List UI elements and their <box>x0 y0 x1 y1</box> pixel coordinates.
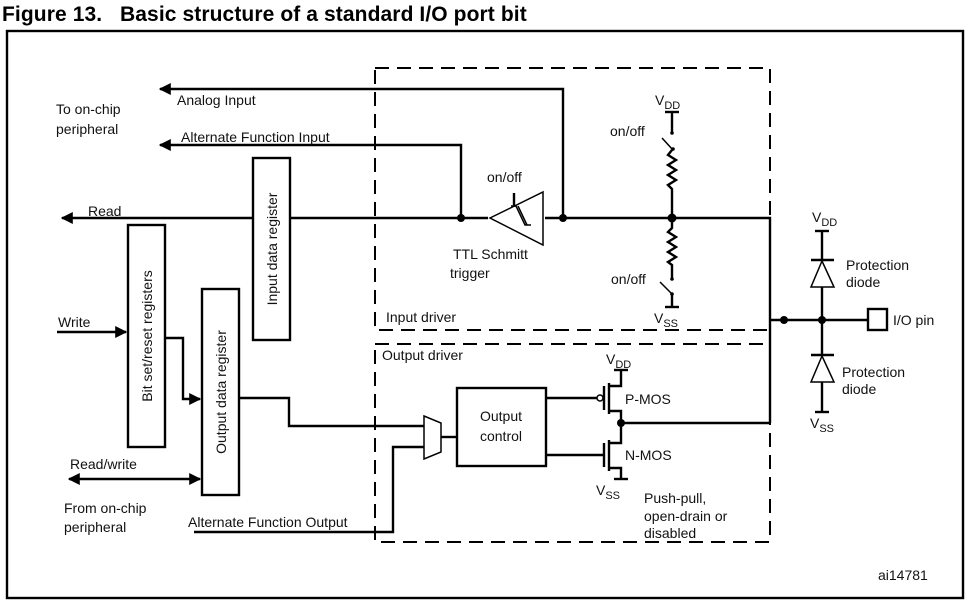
figure-number: Figure 13. <box>2 3 103 26</box>
alt-function-output-label: Alternate Function Output <box>188 514 348 530</box>
output-mode-3: disabled <box>644 525 696 541</box>
nmos-transistor <box>546 423 628 481</box>
pmos-transistor <box>546 368 628 423</box>
upper-diode-label-1: Protection <box>846 257 909 273</box>
to-peripheral-label-2: peripheral <box>56 121 118 137</box>
output-node-junction <box>617 419 625 427</box>
output-vss-label: VSS <box>596 482 620 502</box>
input-driver-box <box>374 67 771 331</box>
bit-set-reset-label: Bit set/reset registers <box>139 270 155 402</box>
io-pin <box>866 307 889 332</box>
lower-diode-label-2: diode <box>842 381 876 397</box>
pullup-switch-label: on/off <box>610 123 645 139</box>
output-data-register <box>200 287 241 497</box>
pull-up-resistor-switch <box>661 110 679 218</box>
output-mode-1: Push-pull, <box>644 490 706 506</box>
pulldown-switch-label: on/off <box>611 271 646 287</box>
input-driver-label: Input driver <box>386 309 456 325</box>
schmitt-switch-label: on/off <box>487 169 522 185</box>
diode-junction <box>818 316 826 324</box>
pmos-label-text: P-MOS <box>625 391 671 407</box>
output-mode-2: open-drain or <box>644 508 728 524</box>
analog-input-label: Analog Input <box>177 92 256 108</box>
input-vdd-label: VDD <box>655 92 680 112</box>
alt-input-junction <box>457 214 465 222</box>
output-driver-label: Output driver <box>382 347 463 363</box>
from-peripheral-label-2: peripheral <box>64 519 126 535</box>
bit-set-reset-register <box>126 223 167 449</box>
protection-vss-label: VSS <box>810 415 834 435</box>
bsr-to-odr-wire <box>165 336 202 405</box>
read-label: Read <box>88 203 121 219</box>
nmos-label: N-MOS <box>625 447 672 463</box>
schmitt-trigger <box>488 190 544 247</box>
output-control-block <box>455 386 548 468</box>
alt-function-output-wire <box>194 445 424 534</box>
alt-function-input-label: Alternate Function Input <box>181 129 330 145</box>
schmitt-label-1: TTL Schmitt <box>453 246 528 262</box>
odr-to-mux-wire <box>239 396 424 428</box>
input-bus-wire <box>545 216 772 320</box>
bus-junction <box>780 316 788 324</box>
output-control-label-1: Output <box>480 408 522 424</box>
analog-input-junction <box>559 214 567 222</box>
output-vdd-label: VDD <box>606 351 631 371</box>
protection-vdd-label: VDD <box>812 209 837 229</box>
output-data-register-label: Output data register <box>213 330 229 454</box>
schmitt-label-2: trigger <box>450 265 490 281</box>
input-data-register-label: Input data register <box>264 192 280 305</box>
alt-function-input-wire <box>158 139 463 218</box>
input-data-register <box>251 156 292 342</box>
figure-caption: Basic structure of a standard I/O port b… <box>120 3 527 26</box>
output-driver-box <box>374 343 771 543</box>
multiplexer <box>423 414 442 461</box>
lower-protection-diode <box>809 320 836 414</box>
input-vss-label: VSS <box>654 310 678 330</box>
lower-diode-label-1: Protection <box>842 364 905 380</box>
analog-input-wire <box>158 83 565 218</box>
io-pin-label: I/O pin <box>893 312 934 328</box>
upper-diode-label-2: diode <box>846 274 880 290</box>
upper-protection-diode <box>809 229 836 320</box>
to-peripheral-label-1: To on-chip <box>56 101 121 117</box>
write-label: Write <box>58 314 91 330</box>
pull-down-resistor-switch <box>659 218 679 309</box>
read-write-label: Read/write <box>70 456 137 472</box>
from-peripheral-label-1: From on-chip <box>64 500 147 516</box>
output-control-label-2: control <box>480 428 522 444</box>
figure-frame <box>5 29 965 600</box>
figure-title: Figure 13. Basic structure of a standard… <box>2 3 527 27</box>
figure-reference-id: ai14781 <box>878 567 928 583</box>
